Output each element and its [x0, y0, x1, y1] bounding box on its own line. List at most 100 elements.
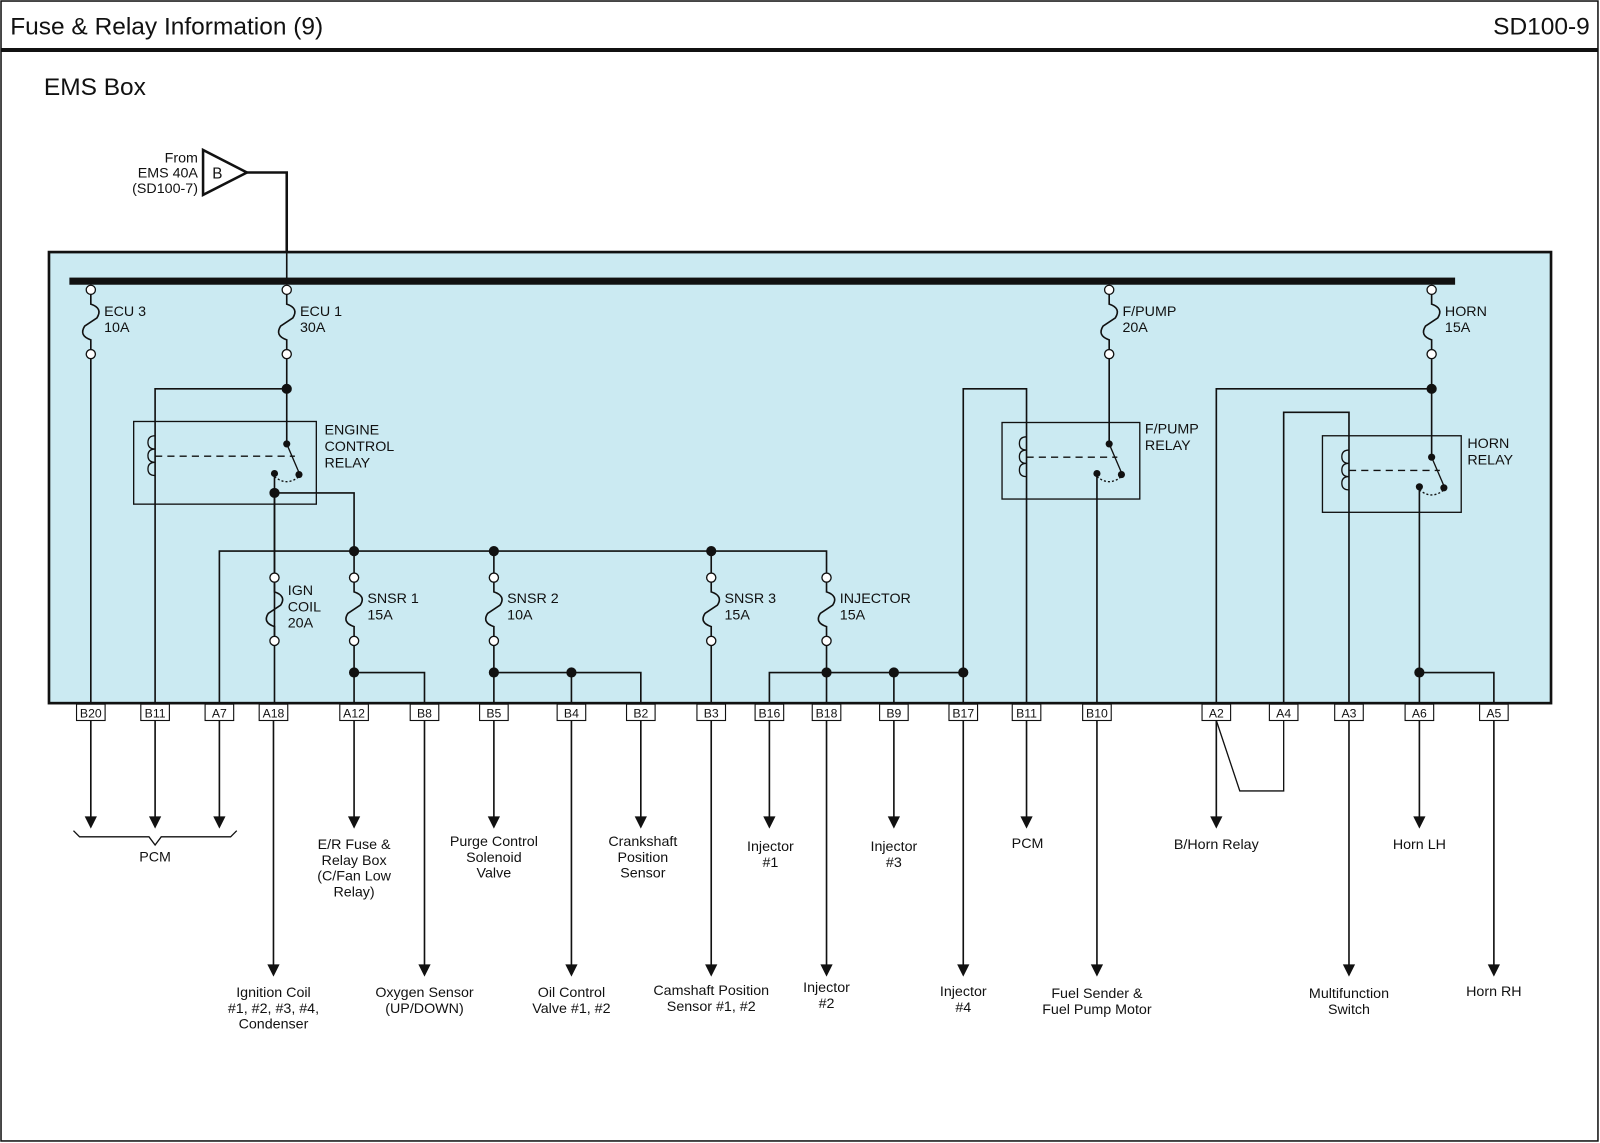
pin-label: A12	[343, 706, 365, 720]
fuse-terminal	[348, 572, 360, 583]
fuse-name: SNSR 2	[507, 591, 559, 607]
fuse-name: ECU 1	[300, 304, 342, 320]
junction-dot	[888, 667, 899, 678]
destination-label: (C/Fan Low	[317, 869, 391, 885]
pin-label: B10	[1086, 706, 1108, 720]
junction-dot	[281, 383, 292, 394]
fuse-icon	[1422, 294, 1441, 350]
fuse-terminal	[1103, 348, 1115, 360]
junction-dot	[566, 667, 577, 678]
fuse-terminal	[705, 572, 717, 583]
pin-label: B11	[145, 706, 166, 720]
relay-label: RELAY	[1467, 452, 1513, 468]
relay-label: CONTROL	[324, 439, 394, 455]
destination-label: PCM	[1012, 836, 1044, 852]
relay-contact	[295, 470, 303, 479]
pin-label: B17	[952, 706, 974, 720]
pin-label: A6	[1412, 706, 1427, 720]
destination-label: Relay Box	[322, 853, 387, 869]
pin-label: A5	[1486, 706, 1501, 720]
relay-group	[133, 420, 1462, 513]
fuse-terminal	[1103, 284, 1115, 296]
pin-label: A4	[1276, 706, 1291, 720]
destination-label: #2	[819, 996, 835, 1012]
pin-label: A7	[212, 706, 227, 720]
destination-label: Switch	[1328, 1002, 1370, 1018]
destination-label: B/Horn Relay	[1174, 837, 1260, 853]
fuse-icon	[345, 582, 364, 637]
fuse-name: F/PUMP	[1122, 304, 1176, 320]
fuse-terminal	[488, 635, 500, 647]
jumper-wire	[1215, 720, 1285, 792]
fuse-rating: 15A	[367, 607, 393, 623]
fuse-icon	[484, 582, 503, 637]
arrow-down-icon	[820, 964, 833, 977]
fuse-icon	[1100, 294, 1119, 350]
destination-label: Valve #1, #2	[532, 1001, 610, 1017]
pin-label: B2	[633, 706, 648, 720]
pin-label: B9	[886, 706, 901, 720]
relay-label: HORN	[1467, 436, 1509, 452]
destination-label: Injector	[870, 839, 917, 855]
pin-label: B11	[1016, 706, 1037, 720]
junction-dot	[488, 545, 499, 557]
fuse-rating: 15A	[1445, 320, 1471, 336]
destination-label: Horn RH	[1466, 984, 1521, 1000]
pin-label: B3	[704, 706, 719, 720]
junction-group	[269, 383, 1437, 678]
arrow-down-icon	[148, 816, 162, 829]
connector-letter: B	[212, 166, 222, 183]
fuse-terminal	[705, 635, 717, 647]
fuse-rating: 15A	[724, 607, 750, 623]
pin-label: B5	[486, 706, 501, 720]
output-wiring	[73, 720, 1500, 977]
destination-label: #3	[886, 855, 902, 871]
destination-label: Sensor #1, #2	[667, 999, 756, 1015]
junction-dot	[958, 667, 969, 678]
destination-label: Injector	[940, 984, 987, 1000]
wire	[962, 388, 1028, 705]
relay-label: RELAY	[324, 455, 370, 471]
relay-label: RELAY	[1145, 438, 1191, 454]
fuse-icon	[277, 294, 296, 350]
page-code: SD100-9	[1493, 14, 1590, 41]
fuse-rating: 10A	[104, 320, 130, 336]
relay-switch-arm	[1108, 443, 1123, 473]
arrow-down-icon	[213, 816, 226, 829]
relay-box	[1321, 435, 1462, 513]
destination-label: Oil Control	[538, 985, 605, 1001]
fuse-terminal	[281, 348, 292, 360]
fuse-icon	[81, 294, 100, 350]
relay-contact-arc	[1096, 476, 1122, 483]
relay-label: ENGINE	[324, 423, 379, 439]
arrow-down-icon	[763, 816, 776, 829]
source-label-line: EMS 40A	[138, 166, 199, 182]
fuse-terminal	[821, 635, 832, 647]
page-title: Fuse & Relay Information (9)	[10, 14, 323, 41]
arrow-down-icon	[957, 964, 970, 977]
connector-triangle-icon	[201, 147, 250, 198]
fuse-terminal	[85, 284, 97, 296]
relay-box	[1001, 421, 1141, 500]
relay-contact	[1440, 484, 1448, 492]
fuse-icon	[817, 582, 836, 637]
fuse-rating: 10A	[507, 607, 533, 623]
pin-label: B16	[758, 706, 780, 720]
relay-contact	[1093, 469, 1101, 478]
relay-coil-icon	[147, 435, 156, 477]
fuse-name: SNSR 1	[367, 591, 419, 607]
wire	[1419, 671, 1495, 705]
arrow-down-icon	[1090, 964, 1104, 977]
destination-label: Sensor	[620, 866, 665, 882]
fuse-name: SNSR 3	[724, 591, 776, 607]
relay-contact-arc	[274, 476, 300, 483]
destination-label: Position	[617, 850, 668, 866]
wire	[274, 492, 355, 552]
pcm-brace	[73, 830, 238, 847]
arrow-down-icon	[84, 816, 97, 829]
pin-label: B8	[417, 706, 432, 720]
relay-box	[133, 420, 317, 505]
fuse-terminal	[348, 635, 360, 647]
destination-label: #1	[762, 855, 778, 871]
